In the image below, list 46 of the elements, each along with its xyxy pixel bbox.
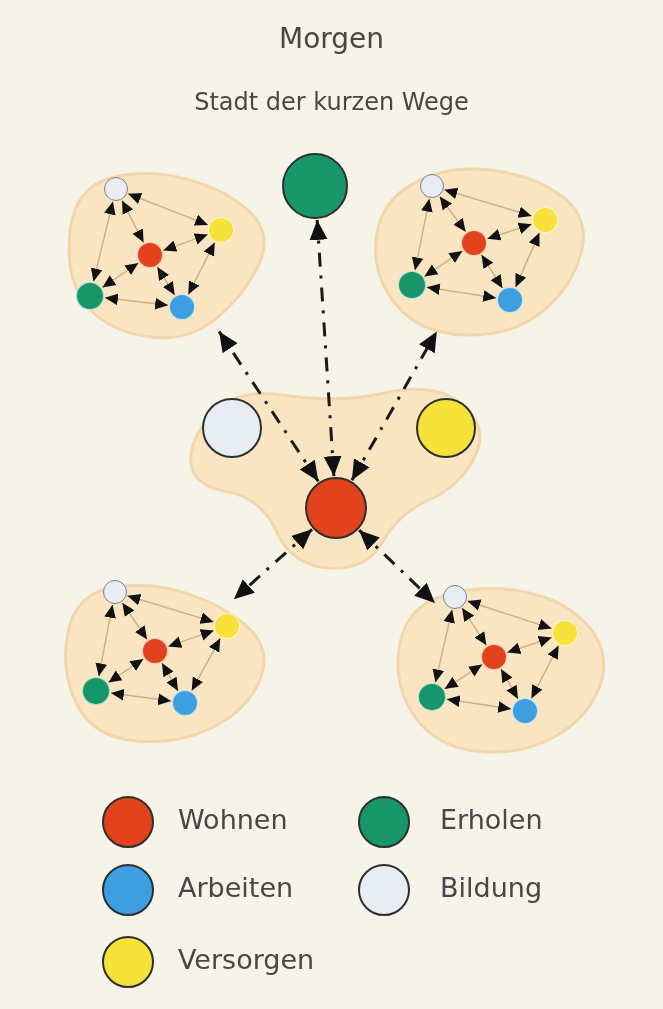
arrow [127, 192, 209, 226]
arrow [167, 629, 215, 648]
arrow [190, 637, 222, 692]
arrow [309, 219, 342, 477]
arrow [446, 695, 512, 713]
arrow [162, 233, 209, 252]
arrow [438, 195, 467, 233]
arrow [443, 663, 483, 690]
arrow [443, 187, 533, 218]
arrow [358, 529, 436, 605]
arrow [121, 602, 148, 641]
arrow [411, 197, 433, 272]
legend-label: Erholen [440, 804, 543, 835]
arrow [500, 668, 519, 700]
arrow [156, 266, 176, 296]
legend-label: Versorgen [178, 944, 315, 975]
arrow [232, 528, 314, 601]
legend-label: Bildung [440, 872, 543, 903]
arrow [90, 200, 116, 283]
legend-label: Arbeiten [178, 872, 294, 903]
arrow [432, 608, 455, 684]
arrow [466, 599, 553, 631]
arrow [101, 262, 140, 289]
function-circle [443, 585, 467, 609]
subtitle: Stadt der kurzen Wege [193, 88, 470, 116]
arrow [104, 293, 169, 310]
arrow [426, 283, 497, 302]
arrow [530, 644, 560, 700]
arrow [506, 636, 553, 654]
arrow [95, 604, 116, 678]
title: Morgen [277, 22, 386, 55]
arrow [514, 232, 541, 288]
arrow [461, 607, 488, 647]
arrow [480, 254, 504, 289]
legend-label: Wohnen [178, 804, 288, 835]
arrow [423, 250, 464, 278]
function-circle [103, 580, 127, 604]
arrow [126, 593, 215, 624]
arrow [486, 222, 533, 241]
arrow [107, 658, 145, 684]
arrow [161, 662, 179, 692]
arrow [110, 688, 172, 706]
arrow [217, 330, 320, 483]
arrow [187, 241, 216, 296]
arrow [350, 330, 439, 481]
arrow [121, 199, 145, 244]
